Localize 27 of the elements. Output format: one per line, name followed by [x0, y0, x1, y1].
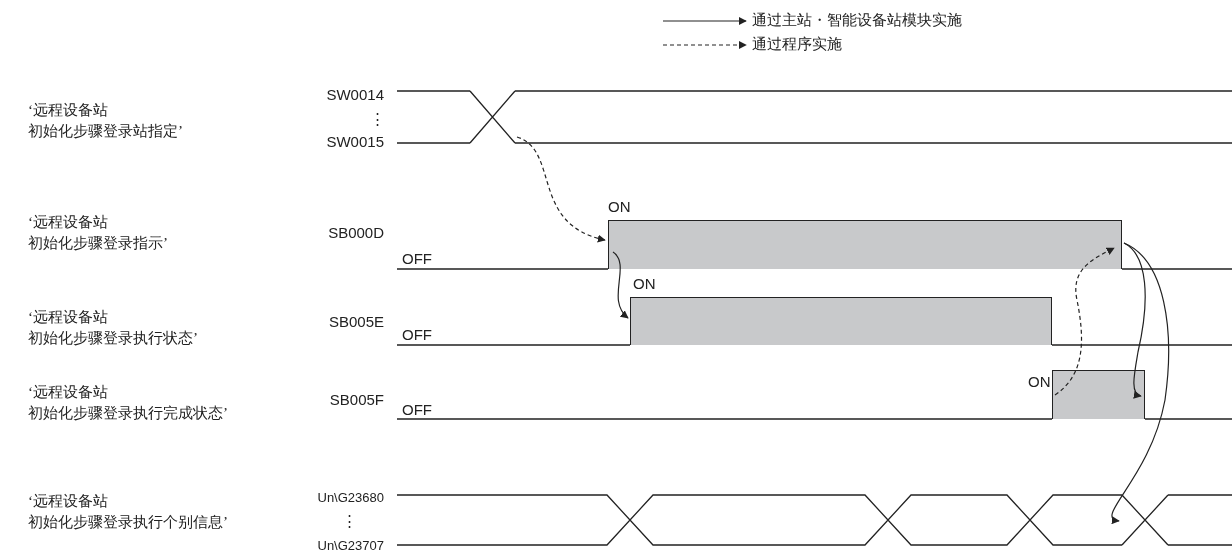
state-label: OFF	[402, 401, 432, 419]
arrow	[612, 251, 629, 319]
signal-description: ‘远程设备站初始化步骤登录执行完成状态’	[28, 383, 228, 423]
signal-name: Un\G23707	[316, 537, 384, 555]
state-label: OFF	[402, 250, 432, 268]
arrow	[1054, 247, 1115, 396]
state-label: ON	[1028, 373, 1051, 391]
ellipsis-mark: ⋮	[370, 110, 384, 128]
state-label: ON	[633, 275, 656, 293]
signal-name: Un\G23680	[316, 489, 384, 507]
signal-name: SW0015	[325, 133, 384, 151]
arrow	[516, 136, 606, 242]
signal-name: SW0014	[325, 86, 384, 104]
ellipsis-mark: ⋮	[342, 512, 356, 530]
state-label: OFF	[402, 326, 432, 344]
signal-description: ‘远程设备站初始化步骤登录执行状态’	[28, 308, 198, 348]
arrow	[1123, 242, 1146, 398]
state-label: ON	[608, 198, 631, 216]
signal-name: SB000D	[327, 224, 384, 242]
arrow	[1110, 242, 1170, 523]
signal-description: ‘远程设备站初始化步骤登录指示’	[28, 213, 168, 253]
legend-text: 通过主站・智能设备站模块实施	[752, 11, 962, 30]
legend-text: 通过程序实施	[752, 35, 842, 54]
signal-name: SB005E	[327, 313, 384, 331]
signal-description: ‘远程设备站初始化步骤登录站指定’	[28, 101, 183, 141]
signal-description: ‘远程设备站初始化步骤登录执行个别信息’	[28, 492, 228, 532]
signal-name: SB005F	[328, 391, 384, 409]
